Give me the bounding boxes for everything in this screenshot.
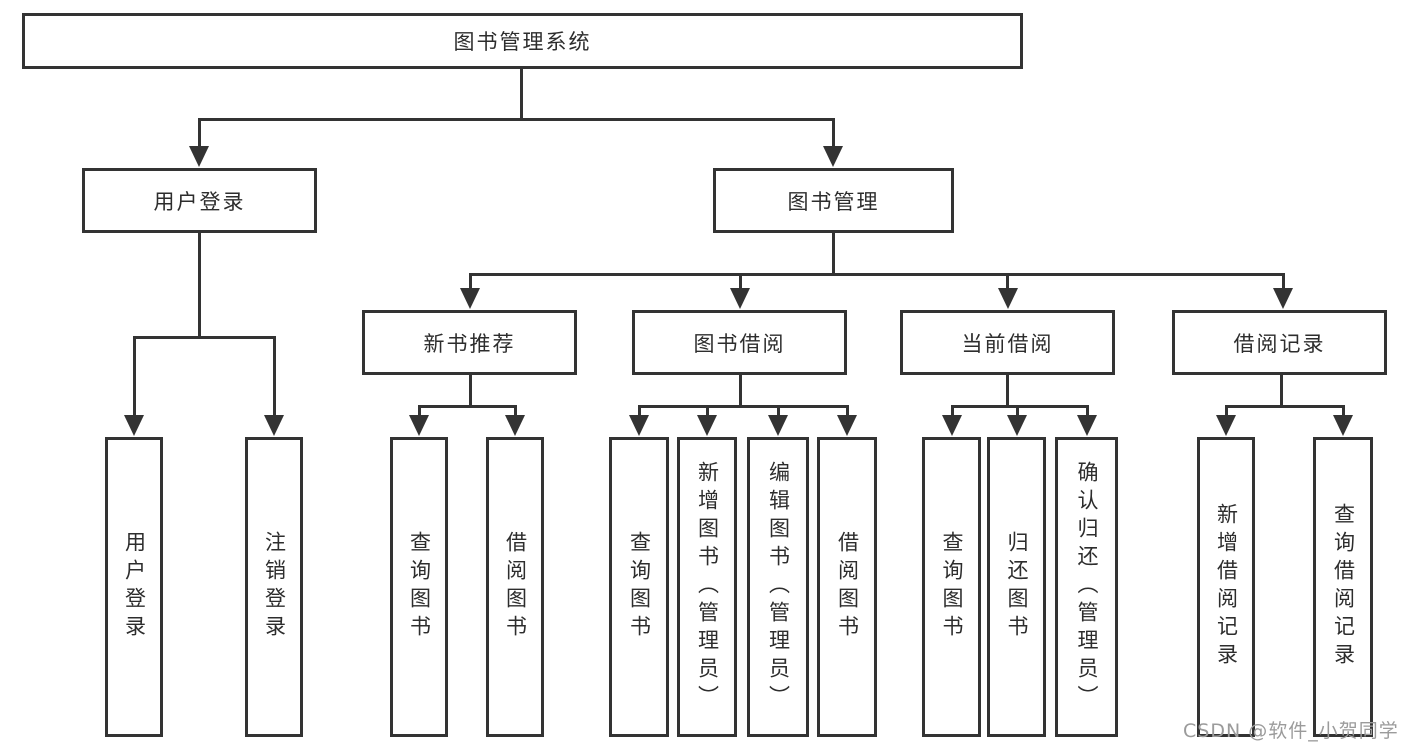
connector-level2-rail xyxy=(197,118,835,121)
leaf-query-borrow-record: 查询借阅记录 xyxy=(1313,437,1373,737)
leaf-borrow-books-recommend: 借阅图书 xyxy=(486,437,544,737)
leaf-query-borrow-record-label: 查询借阅记录 xyxy=(1331,503,1356,671)
node-book-borrow: 图书借阅 xyxy=(632,310,847,375)
leaf-borrow-books-recommend-label: 借阅图书 xyxy=(503,531,528,643)
connector-book-borrow-rail xyxy=(637,405,849,408)
connector-user-login-stem xyxy=(197,233,201,339)
leaf-query-books-recommend: 查询图书 xyxy=(390,437,448,737)
watermark: CSDN @软件_小贺同学 xyxy=(1183,720,1399,742)
arrow-to-current-borrow xyxy=(997,275,1018,309)
arrow-to-book-borrow xyxy=(730,275,750,309)
node-current-borrow: 当前借阅 xyxy=(900,310,1115,375)
connector-current-borrow-rail xyxy=(950,405,1089,408)
leaf-add-books-admin-label: 新增图书（管理员） xyxy=(695,461,720,713)
leaf-query-books-current: 查询图书 xyxy=(922,437,981,737)
connector-book-management-stem xyxy=(831,233,835,276)
leaf-edit-books-admin: 编辑图书（管理员） xyxy=(747,437,809,737)
connector-current-borrow-stem xyxy=(1006,375,1009,407)
connector-borrow-record-stem xyxy=(1280,375,1283,407)
connector-borrow-record-rail xyxy=(1224,405,1345,408)
connector-new-book-rail xyxy=(417,405,517,408)
leaf-add-borrow-record: 新增借阅记录 xyxy=(1197,437,1255,737)
arrow-to-book-management xyxy=(823,118,843,167)
arrow-to-leaf-query-borrow-record xyxy=(1333,407,1353,436)
arrow-to-leaf-borrow-books-recommend xyxy=(505,407,525,436)
node-root-label: 图书管理系统 xyxy=(453,30,592,54)
leaf-query-books-current-label: 查询图书 xyxy=(940,531,964,643)
leaf-return-books: 归还图书 xyxy=(987,437,1046,737)
leaf-query-books-borrow-label: 查询图书 xyxy=(627,531,652,643)
arrow-to-leaf-add-borrow-record xyxy=(1216,407,1236,436)
leaf-add-books-admin: 新增图书（管理员） xyxy=(677,437,737,737)
node-book-management: 图书管理 xyxy=(713,168,954,233)
leaf-add-borrow-record-label: 新增借阅记录 xyxy=(1214,503,1239,671)
node-new-book-recommend-label: 新书推荐 xyxy=(423,331,516,356)
leaf-query-books-recommend-label: 查询图书 xyxy=(407,531,432,643)
connector-level3-rail xyxy=(468,273,1285,276)
leaf-logout: 注销登录 xyxy=(245,437,303,737)
leaf-confirm-return-label: 确认归还（管理员） xyxy=(1075,461,1099,713)
leaf-query-books-borrow: 查询图书 xyxy=(609,437,669,737)
arrow-to-borrow-record xyxy=(1273,275,1293,309)
node-borrow-record: 借阅记录 xyxy=(1172,310,1387,375)
leaf-confirm-return: 确认归还（管理员） xyxy=(1055,437,1118,737)
arrow-to-leaf-add-books-admin xyxy=(697,407,717,436)
leaf-borrow-books-label: 借阅图书 xyxy=(835,531,860,643)
arrow-to-leaf-query-books-current xyxy=(942,407,962,436)
connector-user-login-rail xyxy=(132,336,276,339)
arrow-to-leaf-return-books xyxy=(1007,407,1027,436)
arrow-to-leaf-edit-books-admin xyxy=(768,407,788,436)
arrow-to-leaf-query-books-recommend xyxy=(409,407,429,436)
arrow-to-new-book-recommend xyxy=(460,275,480,309)
arrow-to-leaf-query-books-borrow xyxy=(629,407,649,436)
leaf-user-login: 用户登录 xyxy=(105,437,163,737)
node-user-login: 用户登录 xyxy=(82,168,317,233)
connector-new-book-stem xyxy=(468,375,472,407)
node-user-login-label: 用户登录 xyxy=(153,189,246,214)
node-root: 图书管理系统 xyxy=(22,13,1023,69)
node-borrow-record-label: 借阅记录 xyxy=(1233,331,1326,356)
connector-root-stem xyxy=(520,69,523,121)
leaf-logout-label: 注销登录 xyxy=(262,531,287,643)
leaf-edit-books-admin-label: 编辑图书（管理员） xyxy=(766,461,791,713)
arrow-to-user-login xyxy=(189,118,209,167)
arrow-to-leaf-user-login xyxy=(124,338,144,436)
arrow-to-leaf-borrow-books xyxy=(837,407,857,436)
leaf-borrow-books: 借阅图书 xyxy=(817,437,877,737)
arrow-to-leaf-confirm-return xyxy=(1077,407,1097,436)
leaf-user-login-label: 用户登录 xyxy=(122,531,147,643)
node-current-borrow-label: 当前借阅 xyxy=(961,331,1054,356)
node-new-book-recommend: 新书推荐 xyxy=(362,310,577,375)
arrow-to-leaf-logout xyxy=(264,338,284,436)
node-book-management-label: 图书管理 xyxy=(787,189,880,214)
leaf-return-books-label: 归还图书 xyxy=(1005,531,1029,643)
connector-book-borrow-stem xyxy=(738,375,742,407)
node-book-borrow-label: 图书借阅 xyxy=(693,331,786,356)
